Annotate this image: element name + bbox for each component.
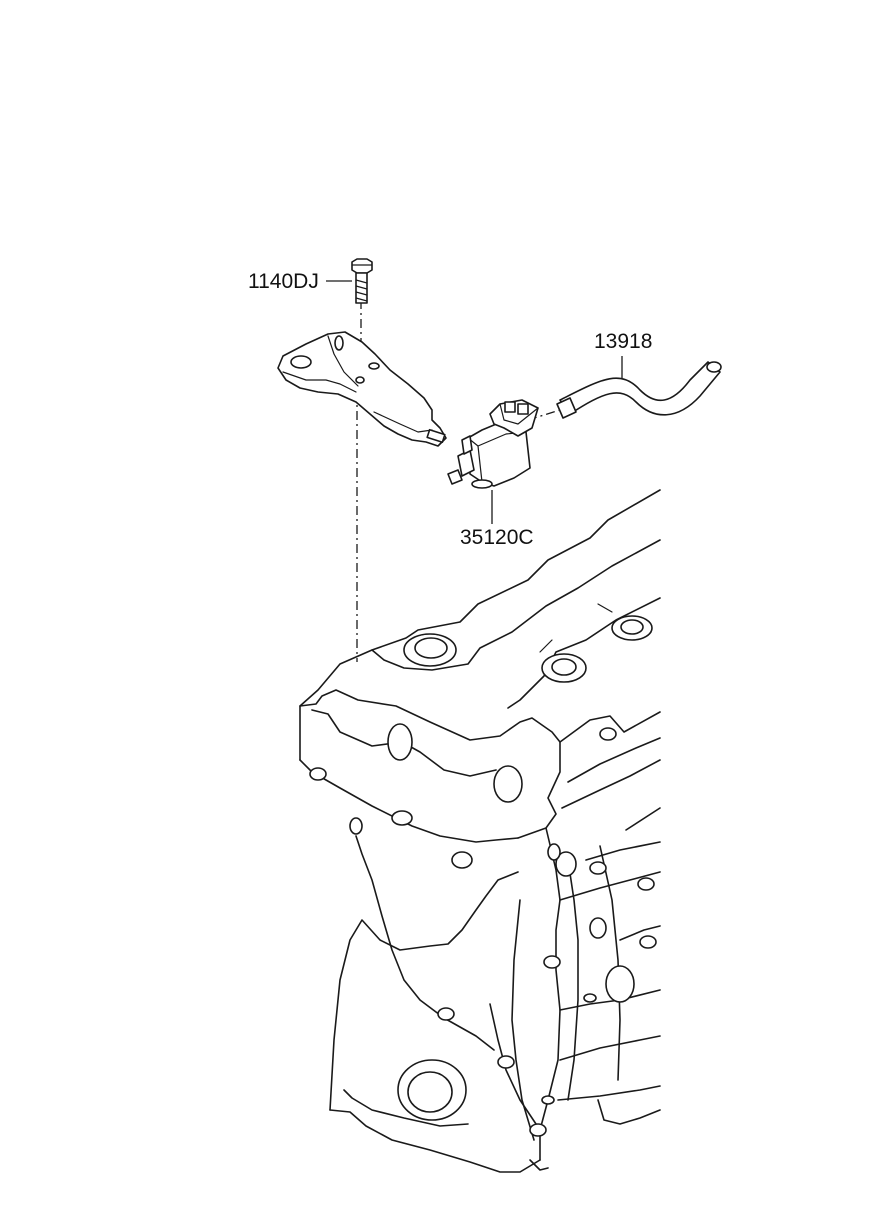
bracket-part[interactable]: [277, 331, 447, 447]
hose-part[interactable]: [556, 361, 722, 419]
part-label-1140dj[interactable]: 1140DJ: [248, 270, 319, 293]
engine-block: [329, 807, 661, 1173]
leader-lines: [326, 280, 623, 524]
bolt-part[interactable]: [351, 258, 373, 304]
engine-head: [299, 489, 661, 843]
part-label-13918[interactable]: 13918: [594, 330, 652, 353]
part-label-35120c[interactable]: 35120C: [460, 526, 534, 549]
valve-part[interactable]: [447, 399, 539, 489]
